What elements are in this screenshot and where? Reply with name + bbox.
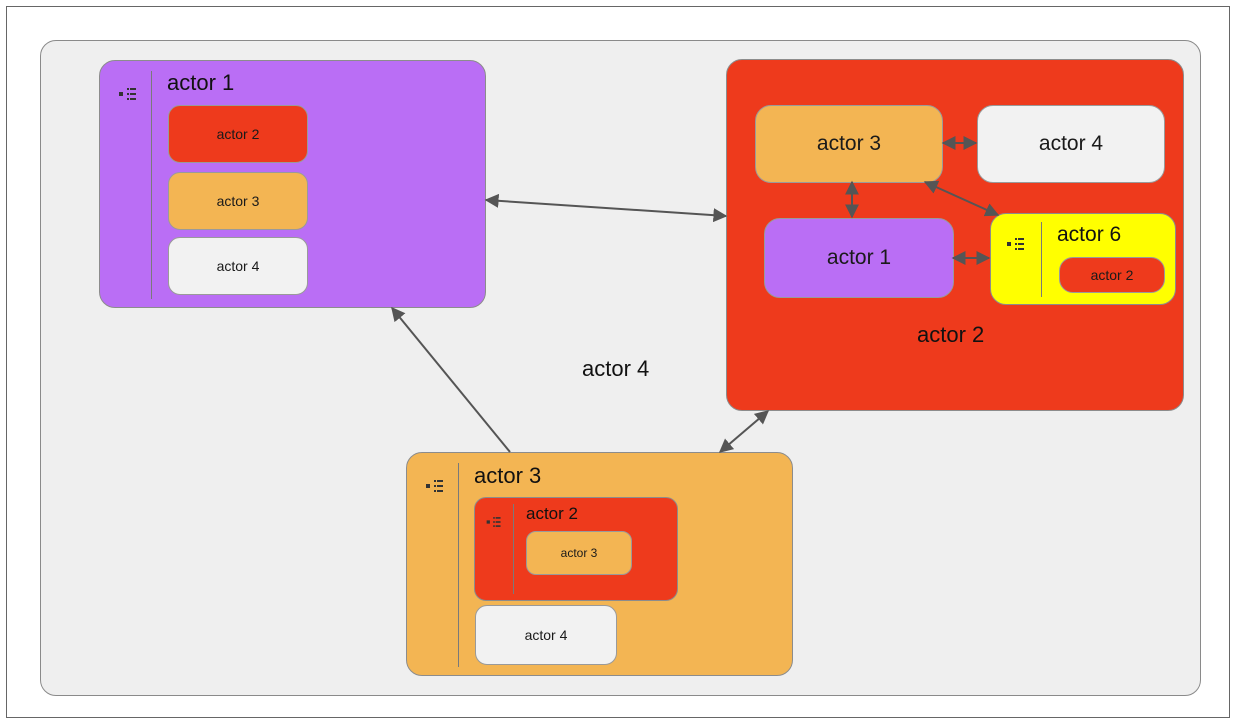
tree-list-icon bbox=[119, 88, 136, 100]
actor3-group-title: actor 3 bbox=[474, 463, 542, 488]
actor6-item-actor2[interactable]: actor 2 bbox=[1059, 257, 1165, 293]
actor1-group-title: actor 1 bbox=[167, 70, 235, 95]
floating-actor4-label: actor 4 bbox=[582, 356, 650, 381]
tree-list-icon bbox=[486, 517, 501, 527]
actor1-item-actor3[interactable]: actor 3 bbox=[168, 172, 308, 230]
actor1-item-actor4[interactable]: actor 4 bbox=[168, 237, 308, 295]
actor2-group-label: actor 2 bbox=[917, 322, 985, 347]
group-divider bbox=[151, 71, 152, 299]
actor6-title: actor 6 bbox=[1057, 223, 1122, 246]
tree-list-icon bbox=[1007, 238, 1024, 250]
actor1-group[interactable]: actor 1 actor 2 actor 3 actor 4 bbox=[99, 60, 486, 308]
actor6-group[interactable]: actor 6 actor 2 bbox=[990, 213, 1176, 305]
tree-list-icon bbox=[426, 480, 443, 492]
actor2-group[interactable]: actor 3 actor 4 actor 1 actor 6 actor 2 … bbox=[726, 59, 1184, 411]
nested-actor2-group[interactable]: actor 2 actor 3 bbox=[474, 497, 678, 601]
actor2-inner-actor3[interactable]: actor 3 bbox=[755, 105, 943, 183]
group-divider bbox=[458, 463, 459, 667]
actor3-group[interactable]: actor 3 actor 2 actor 3 actor 4 bbox=[406, 452, 793, 676]
nested-actor2-item-actor3[interactable]: actor 3 bbox=[526, 531, 632, 575]
actor2-inner-actor1[interactable]: actor 1 bbox=[764, 218, 954, 298]
actor1-item-actor2[interactable]: actor 2 bbox=[168, 105, 308, 163]
actor2-inner-actor4[interactable]: actor 4 bbox=[977, 105, 1165, 183]
group-divider bbox=[1041, 222, 1042, 297]
nested-actor2-title: actor 2 bbox=[526, 504, 578, 523]
actor3-item-actor4[interactable]: actor 4 bbox=[475, 605, 617, 665]
group-divider bbox=[513, 504, 514, 594]
